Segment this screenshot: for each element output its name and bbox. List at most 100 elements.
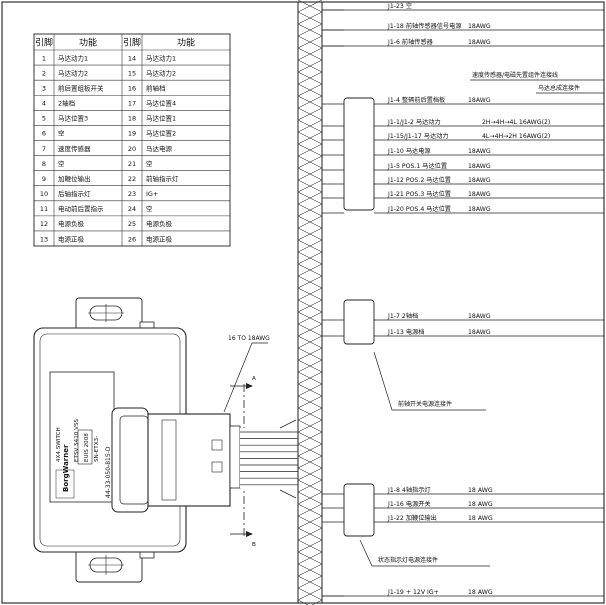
table-function-cell: 马达动力1 <box>58 53 88 62</box>
table-pin-cell: 21 <box>128 160 136 168</box>
table-pin-cell: 15 <box>128 69 136 77</box>
branch-connectors <box>343 97 375 537</box>
table-pin-cell: 10 <box>40 190 48 198</box>
annotation-speed-sensor: 速度传感器/电磁先置组件连接线 <box>472 71 558 79</box>
table-function-cell: 空 <box>58 129 65 138</box>
annotation-indicator-connector: 状态指示灯电源连接件 <box>378 556 438 564</box>
wire-gauge: 18AWG <box>468 329 491 336</box>
wire-gauge: 18 AWG <box>468 589 493 596</box>
wire-label: J1-18 前轴传感器信号电源 <box>387 22 462 30</box>
wire-label: J1-1/J1-2 马达动力 <box>387 118 441 126</box>
table-pin-cell: 18 <box>128 115 136 123</box>
section-mark-a: A <box>252 376 256 382</box>
table-function-cell: 后轴指示灯 <box>58 189 91 198</box>
table-pin-cell: 1 <box>42 54 46 62</box>
section-mark-b: B <box>252 542 256 548</box>
table-pin-cell: 22 <box>128 175 136 183</box>
wire-gauge: 18 AWG <box>468 515 493 522</box>
wire-gauge: 18AWG <box>468 39 491 46</box>
wire-gauge: 18AWG <box>468 206 491 213</box>
indicator-connector-body <box>343 483 375 537</box>
wire-label: J1-22 加鞭位输出 <box>387 514 437 522</box>
wire-gauge: 18AWG <box>468 97 491 104</box>
wire-gauge: 2H→4H→4L 16AWG(2) <box>482 119 550 126</box>
table-pin-cell: 12 <box>40 220 48 228</box>
wire-label: J1-13 电源档 <box>387 328 424 336</box>
table-pin-cell: 11 <box>40 205 48 213</box>
module-part-number: 44-33-050-815-D <box>105 446 112 498</box>
wire-label: J1-4 整辆前后置档板 <box>387 96 445 104</box>
control-module: BorgWarner 4X4 SWITCH ETSV 5410 VSS EUIS… <box>33 297 241 583</box>
table-pin-cell: 5 <box>42 115 46 123</box>
wire-bundle <box>240 419 298 499</box>
wire-gauge: 18AWG <box>468 191 491 198</box>
annotations: 速度传感器/电磁先置组件连接线 马达总成连接件 前轴开关电源连接件 状态指示灯电… <box>359 71 604 567</box>
motor-connector-body <box>343 97 375 211</box>
wire-gauge: 18AWG <box>468 23 491 30</box>
wire-gauge: 4L→4H→2H 16AWG(2) <box>482 133 550 140</box>
wire-gauge: 18AWG <box>468 163 491 170</box>
table-pin-cell: 9 <box>42 175 46 183</box>
table-function-cell: 马达动力2 <box>58 68 88 77</box>
wire-label: J1-6 前轴传感器 <box>387 38 434 46</box>
annotation-switch-connector: 前轴开关电源连接件 <box>398 400 452 408</box>
table-function-cell: 马达位置3 <box>58 114 88 123</box>
table-function-cell: 电源负极 <box>58 219 85 228</box>
wire-label: J1-20 POS.4 马达位置 <box>387 205 451 213</box>
module-connector <box>111 407 241 513</box>
wire-gauge: 18AWG <box>468 177 491 184</box>
table-function-cell: 马达动力1 <box>146 53 176 62</box>
table-pin-cell: 16 <box>128 84 136 92</box>
module-label-line-4: SN-ETX3- <box>94 436 100 462</box>
table-header-cell: 功能 <box>177 37 195 49</box>
wire-label: J1-19 + 12V IG+ <box>387 589 439 596</box>
module-label-line-2: ETSV 5410 VSS <box>74 419 80 462</box>
wire-label: J1-10 马达电源 <box>387 147 431 155</box>
table-pin-cell: 20 <box>128 145 136 153</box>
table-header-cell: 功能 <box>79 37 97 49</box>
table-function-cell: 前后置组板开关 <box>58 83 104 92</box>
table-header-cell: 引脚 <box>35 38 53 49</box>
table-header-cell: 引脚 <box>123 38 141 49</box>
table-function-cell: IG+ <box>146 190 158 198</box>
harness-leader <box>223 342 268 413</box>
wire-label: J1-5 POS.1 马达位置 <box>387 162 447 170</box>
table-pin-cell: 8 <box>42 160 46 168</box>
table-function-cell: 马达动力2 <box>146 68 176 77</box>
table-pin-cell: 23 <box>128 190 136 198</box>
wire-gauge: 18 AWG <box>468 501 493 508</box>
table-function-cell: 空 <box>146 159 153 168</box>
table-pin-cell: 19 <box>128 130 136 138</box>
table-pin-cell: 7 <box>42 145 46 153</box>
wire-gauge: 18 AWG <box>468 487 493 494</box>
table-pin-cell: 26 <box>128 235 136 243</box>
module-label-line-1: 4X4 SWITCH <box>56 427 62 462</box>
harness-gauge-label: 16 TO 18AWG <box>228 335 270 342</box>
switch-connector-body <box>343 299 375 345</box>
table-function-cell: 马达位置2 <box>146 129 176 138</box>
wire-label: J1-8 4轴指示灯 <box>387 486 431 494</box>
table-function-cell: 马达位置4 <box>146 99 176 108</box>
table-function-cell: 加鞭位输出 <box>58 174 91 183</box>
table-function-cell: 2轴档 <box>58 99 75 108</box>
table-function-cell: 前轴指示灯 <box>146 174 179 183</box>
wire-label: J1-23 空 <box>387 2 412 10</box>
wire-label: J1-7 2轴档 <box>387 312 418 320</box>
table-function-cell: 速度传感器 <box>58 144 91 153</box>
table-pin-cell: 24 <box>128 205 136 213</box>
wire-gauge: 18AWG <box>468 148 491 155</box>
table-function-cell: 马达电源 <box>146 144 173 153</box>
module-label-line-3: EUIS 2008 <box>84 433 90 462</box>
wire-label: J1-16 电源开关 <box>387 500 431 508</box>
table-pin-cell: 3 <box>42 84 46 92</box>
table-function-cell: 电源正极 <box>146 234 173 243</box>
table-pin-cell: 13 <box>40 235 48 243</box>
table-function-cell: 前轴档 <box>146 83 166 92</box>
table-pin-cell: 4 <box>42 100 46 108</box>
table-pin-cell: 25 <box>128 220 136 228</box>
table-pin-cell: 6 <box>42 130 46 138</box>
